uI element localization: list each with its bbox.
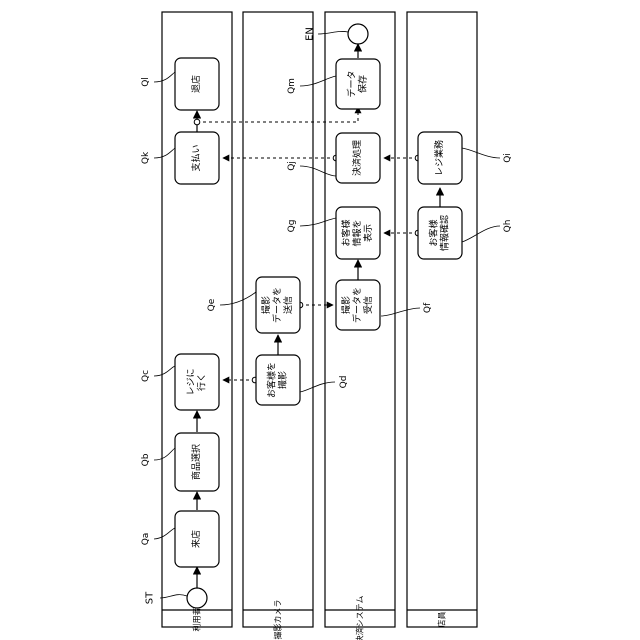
- process-box-label: 撮影: [340, 296, 352, 314]
- connection-point: [194, 119, 200, 125]
- reference-label: Qc: [141, 370, 151, 382]
- reference-label: Qf: [423, 302, 433, 313]
- reference-label: Qh: [503, 220, 513, 233]
- end-label: EN: [305, 27, 316, 41]
- box-hyoji: お客様情報を表示: [336, 207, 380, 259]
- process-box-label: お客様: [340, 219, 352, 246]
- process-box-label: 行く: [196, 373, 208, 391]
- reference-label: Qg: [287, 220, 297, 233]
- process-box-label: 支払い: [190, 144, 202, 171]
- lane-label: 決済システム: [355, 596, 365, 640]
- box-hozon: データ保存: [336, 59, 380, 109]
- process-box-label: 来店: [190, 530, 202, 548]
- reference-label: Qe: [207, 298, 217, 311]
- process-box-label: データを: [351, 287, 363, 323]
- lane-label: 撮影カメラ: [273, 600, 283, 640]
- box-raiten: 来店: [175, 511, 219, 567]
- start-label: ST: [145, 591, 156, 604]
- box-soshin: 撮影データを送信: [256, 277, 300, 333]
- process-box-label: レジに: [186, 368, 197, 395]
- reference-label: Qb: [141, 453, 151, 466]
- box-kessai: 決済処理: [336, 133, 380, 183]
- reference-label: Qm: [287, 78, 297, 94]
- box-shohin: 商品選択: [175, 433, 219, 491]
- process-box-label: 撮影: [260, 296, 272, 314]
- start-terminal: [187, 588, 207, 608]
- reference-label: Qa: [141, 533, 151, 546]
- box-kakunin: お客様情報確認: [418, 207, 462, 259]
- process-box-label: 表示: [362, 224, 374, 242]
- box-shiharai: 支払い: [175, 132, 219, 184]
- reference-label: Ql: [141, 77, 151, 87]
- process-box-label: 撮影: [277, 371, 289, 389]
- process-box-label: 送信: [282, 296, 294, 314]
- lane-label: 利用者: [192, 608, 202, 632]
- reference-label: Qj: [287, 161, 297, 171]
- end-terminal: [348, 24, 368, 44]
- process-box-label: 受信: [362, 296, 374, 314]
- box-satsuei: お客様を撮影: [256, 355, 300, 405]
- process-box-label: お客様: [428, 219, 440, 246]
- box-reji: レジに行く: [175, 354, 219, 410]
- lane-clerk: [407, 12, 477, 627]
- process-box-label: 情報確認: [439, 215, 451, 251]
- process-box-label: 保存: [357, 75, 369, 93]
- process-box-label: 退店: [190, 75, 202, 93]
- reference-label: Qd: [339, 376, 349, 389]
- connectors: [197, 44, 440, 588]
- box-jushin: 撮影データを受信: [336, 280, 380, 330]
- process-box-label: データを: [271, 287, 283, 323]
- lane-label: 店員: [437, 612, 447, 628]
- box-regi-gyomu: レジ業務: [418, 132, 462, 184]
- reference-label: Qk: [141, 151, 151, 164]
- process-box-label: レジ業務: [433, 140, 445, 176]
- reference-label: Qi: [503, 153, 513, 163]
- process-box-label: 情報を: [351, 219, 363, 246]
- process-box-label: 決済処理: [351, 140, 363, 176]
- process-box-label: データ: [346, 70, 358, 97]
- process-box-label: 商品選択: [190, 444, 202, 480]
- box-taiten: 退店: [175, 58, 219, 110]
- process-box-label: お客様を: [266, 362, 278, 398]
